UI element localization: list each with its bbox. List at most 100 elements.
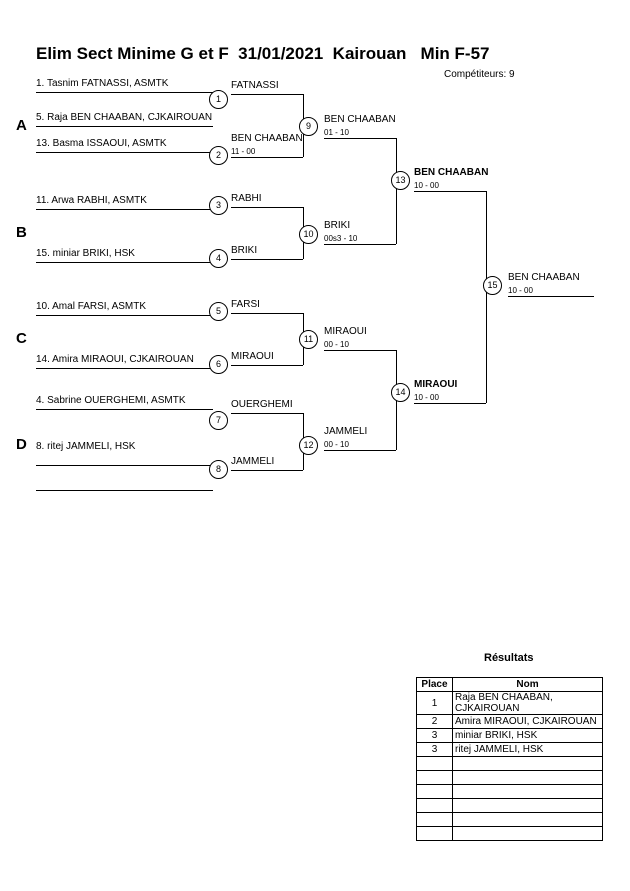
result-name (452, 770, 603, 785)
bracket-line (231, 207, 303, 208)
bout-number-5[interactable]: 5 (209, 302, 228, 321)
bout-winner: BRIKI (324, 220, 351, 231)
bracket-line (324, 350, 396, 351)
bout-winner: JAMMELI (231, 456, 275, 467)
bracket-line (36, 409, 213, 410)
bracket-line (36, 262, 213, 263)
table-row: 2 Amira MIRAOUI, CJKAIROUAN (416, 714, 603, 729)
bracket-line (36, 490, 213, 491)
bout-winner: BEN CHAABAN (231, 133, 303, 144)
bracket-line (508, 296, 594, 297)
entrant-name: 1. Tasnim FATNASSI, ASMTK (36, 78, 169, 89)
bout-number-10[interactable]: 10 (299, 225, 318, 244)
result-place: 3 (416, 742, 453, 757)
result-name: miniar BRIKI, HSK (452, 728, 603, 743)
bracket-line (36, 315, 213, 316)
bout-number-3[interactable]: 3 (209, 196, 228, 215)
bout-number-2[interactable]: 2 (209, 146, 228, 165)
bracket-line (414, 191, 486, 192)
final-score: 10 - 00 (508, 286, 533, 295)
table-row (416, 812, 603, 827)
bout-number-12[interactable]: 12 (299, 436, 318, 455)
bout-score: 00 - 10 (324, 440, 349, 449)
result-place: 2 (416, 714, 453, 729)
table-header-row: Place Nom (416, 677, 603, 692)
entrant-name: 10. Amal FARSI, ASMTK (36, 301, 147, 312)
bracket-line (231, 413, 303, 414)
table-row (416, 784, 603, 799)
bout-number-14[interactable]: 14 (391, 383, 410, 402)
table-row (416, 770, 603, 785)
bout-number-4[interactable]: 4 (209, 249, 228, 268)
result-place (416, 770, 453, 785)
result-place: 3 (416, 728, 453, 743)
group-letter-b: B (16, 224, 27, 241)
bout-winner: BEN CHAABAN (414, 167, 489, 178)
result-name (452, 756, 603, 771)
bout-number-11[interactable]: 11 (299, 330, 318, 349)
bracket-line (231, 94, 303, 95)
bracket-line (36, 368, 213, 369)
bracket-line (324, 138, 396, 139)
column-header-place: Place (416, 677, 453, 692)
bout-winner: FATNASSI (231, 80, 279, 91)
bracket-line (324, 244, 396, 245)
table-row (416, 756, 603, 771)
group-letter-c: C (16, 330, 27, 347)
bout-winner: FARSI (231, 299, 260, 310)
entrant-name: 5. Raja BEN CHAABAN, CJKAIROUAN (36, 112, 213, 123)
result-name (452, 798, 603, 813)
bout-winner: MIRAOUI (324, 326, 367, 337)
bout-number-8[interactable]: 8 (209, 460, 228, 479)
bracket-line (36, 152, 213, 153)
result-place (416, 756, 453, 771)
bracket-line (36, 465, 213, 466)
entrant-name: 14. Amira MIRAOUI, CJKAIROUAN (36, 354, 194, 365)
result-name: ritej JAMMELI, HSK (452, 742, 603, 757)
bout-number-9[interactable]: 9 (299, 117, 318, 136)
bout-score: 11 - 00 (231, 147, 256, 156)
bracket-line (36, 209, 213, 210)
bracket-line (396, 138, 397, 244)
result-name: Raja BEN CHAABAN, CJKAIROUAN (452, 691, 603, 715)
result-place (416, 812, 453, 827)
table-row (416, 826, 603, 841)
bracket-line (231, 259, 303, 260)
group-letter-a: A (16, 117, 27, 134)
bout-score: 00 - 10 (324, 340, 349, 349)
bracket-line (231, 313, 303, 314)
result-name (452, 812, 603, 827)
result-place (416, 798, 453, 813)
bout-winner: JAMMELI (324, 426, 368, 437)
bout-number-13[interactable]: 13 (391, 171, 410, 190)
bout-winner: BRIKI (231, 245, 258, 256)
bout-number-6[interactable]: 6 (209, 355, 228, 374)
result-name: Amira MIRAOUI, CJKAIROUAN (452, 714, 603, 729)
bout-score: 00s3 - 10 (324, 234, 358, 243)
table-row: 3 ritej JAMMELI, HSK (416, 742, 603, 757)
bout-number-15[interactable]: 15 (483, 276, 502, 295)
bout-winner: RABHI (231, 193, 262, 204)
bracket-line (231, 470, 303, 471)
entrant-name: 15. miniar BRIKI, HSK (36, 248, 135, 259)
bout-number-1[interactable]: 1 (209, 90, 228, 109)
results-table: Place Nom 1 Raja BEN CHAABAN, CJKAIROUAN… (416, 677, 603, 841)
competitors-count: Compétiteurs: 9 (444, 69, 515, 80)
bout-winner: OUERGHEMI (231, 399, 293, 410)
bout-winner: MIRAOUI (231, 351, 274, 362)
bout-winner: MIRAOUI (414, 379, 458, 390)
entrant-name: 8. ritej JAMMELI, HSK (36, 441, 136, 452)
table-row: 3 miniar BRIKI, HSK (416, 728, 603, 743)
entrant-name: 11. Arwa RABHI, ASMTK (36, 195, 147, 206)
table-row (416, 798, 603, 813)
bracket-line (231, 157, 303, 158)
entrant-name: 13. Basma ISSAOUI, ASMTK (36, 138, 167, 149)
bout-score: 01 - 10 (324, 128, 349, 137)
result-place (416, 826, 453, 841)
bout-number-7[interactable]: 7 (209, 411, 228, 430)
column-header-name: Nom (452, 677, 603, 692)
final-winner: BEN CHAABAN (508, 272, 580, 283)
bracket-line (414, 403, 486, 404)
bout-score: 10 - 00 (414, 393, 439, 402)
